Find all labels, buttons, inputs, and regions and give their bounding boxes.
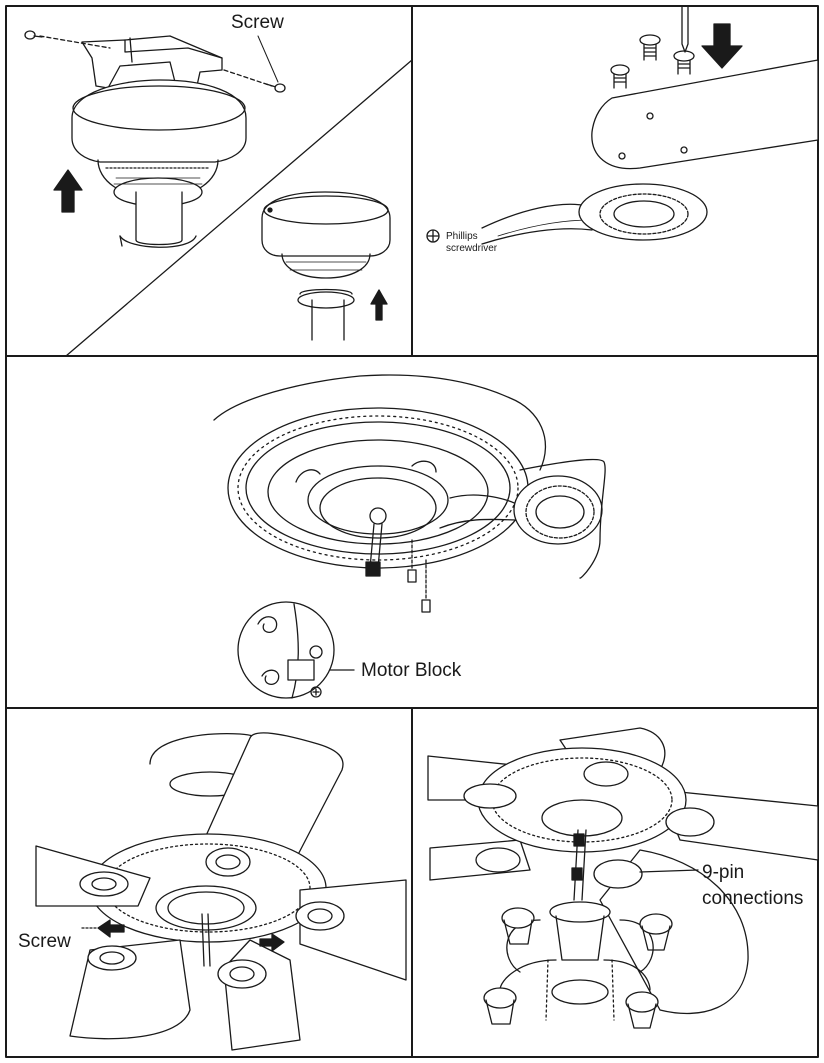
canopy [71,79,247,207]
canopy-inset [261,191,391,341]
panel-1-canopy-assembly [24,30,391,341]
fan-blade [591,59,819,170]
panel-2-blade-attach [426,5,819,245]
motor-block-label: Motor Block [361,660,462,681]
light-kit [483,901,673,1029]
blade-screws [610,5,695,89]
up-arrow-icon [370,289,388,321]
pin-connections-label-line2: connections [702,888,804,909]
panel-5-light-kit [427,727,819,1029]
blade-arm [481,183,708,245]
panel-grid [5,5,819,1058]
screw-label: Screw [231,12,284,33]
motor-housing [227,407,529,569]
wire-harness [365,523,383,577]
screw-left [24,30,43,40]
phillips-screwdriver-icon [426,229,440,243]
panel-4-blades-installed [35,732,407,1051]
right-arrow-icon [259,933,285,952]
downrod [119,191,197,248]
motor-block-zoom [237,601,355,699]
down-arrow-icon [701,23,743,69]
up-arrow-icon [53,169,83,213]
screw-right [265,83,286,93]
motor-block-screws [407,539,431,613]
tool-label-line1: Phillips [446,231,478,242]
pin-connections-label-line1: 9-pin [702,862,745,883]
screw-label-blade: Screw [18,931,71,952]
tool-label-line2: screwdriver [446,243,498,254]
left-arrow-icon [97,919,125,938]
panel-3-motor-housing [213,374,606,699]
